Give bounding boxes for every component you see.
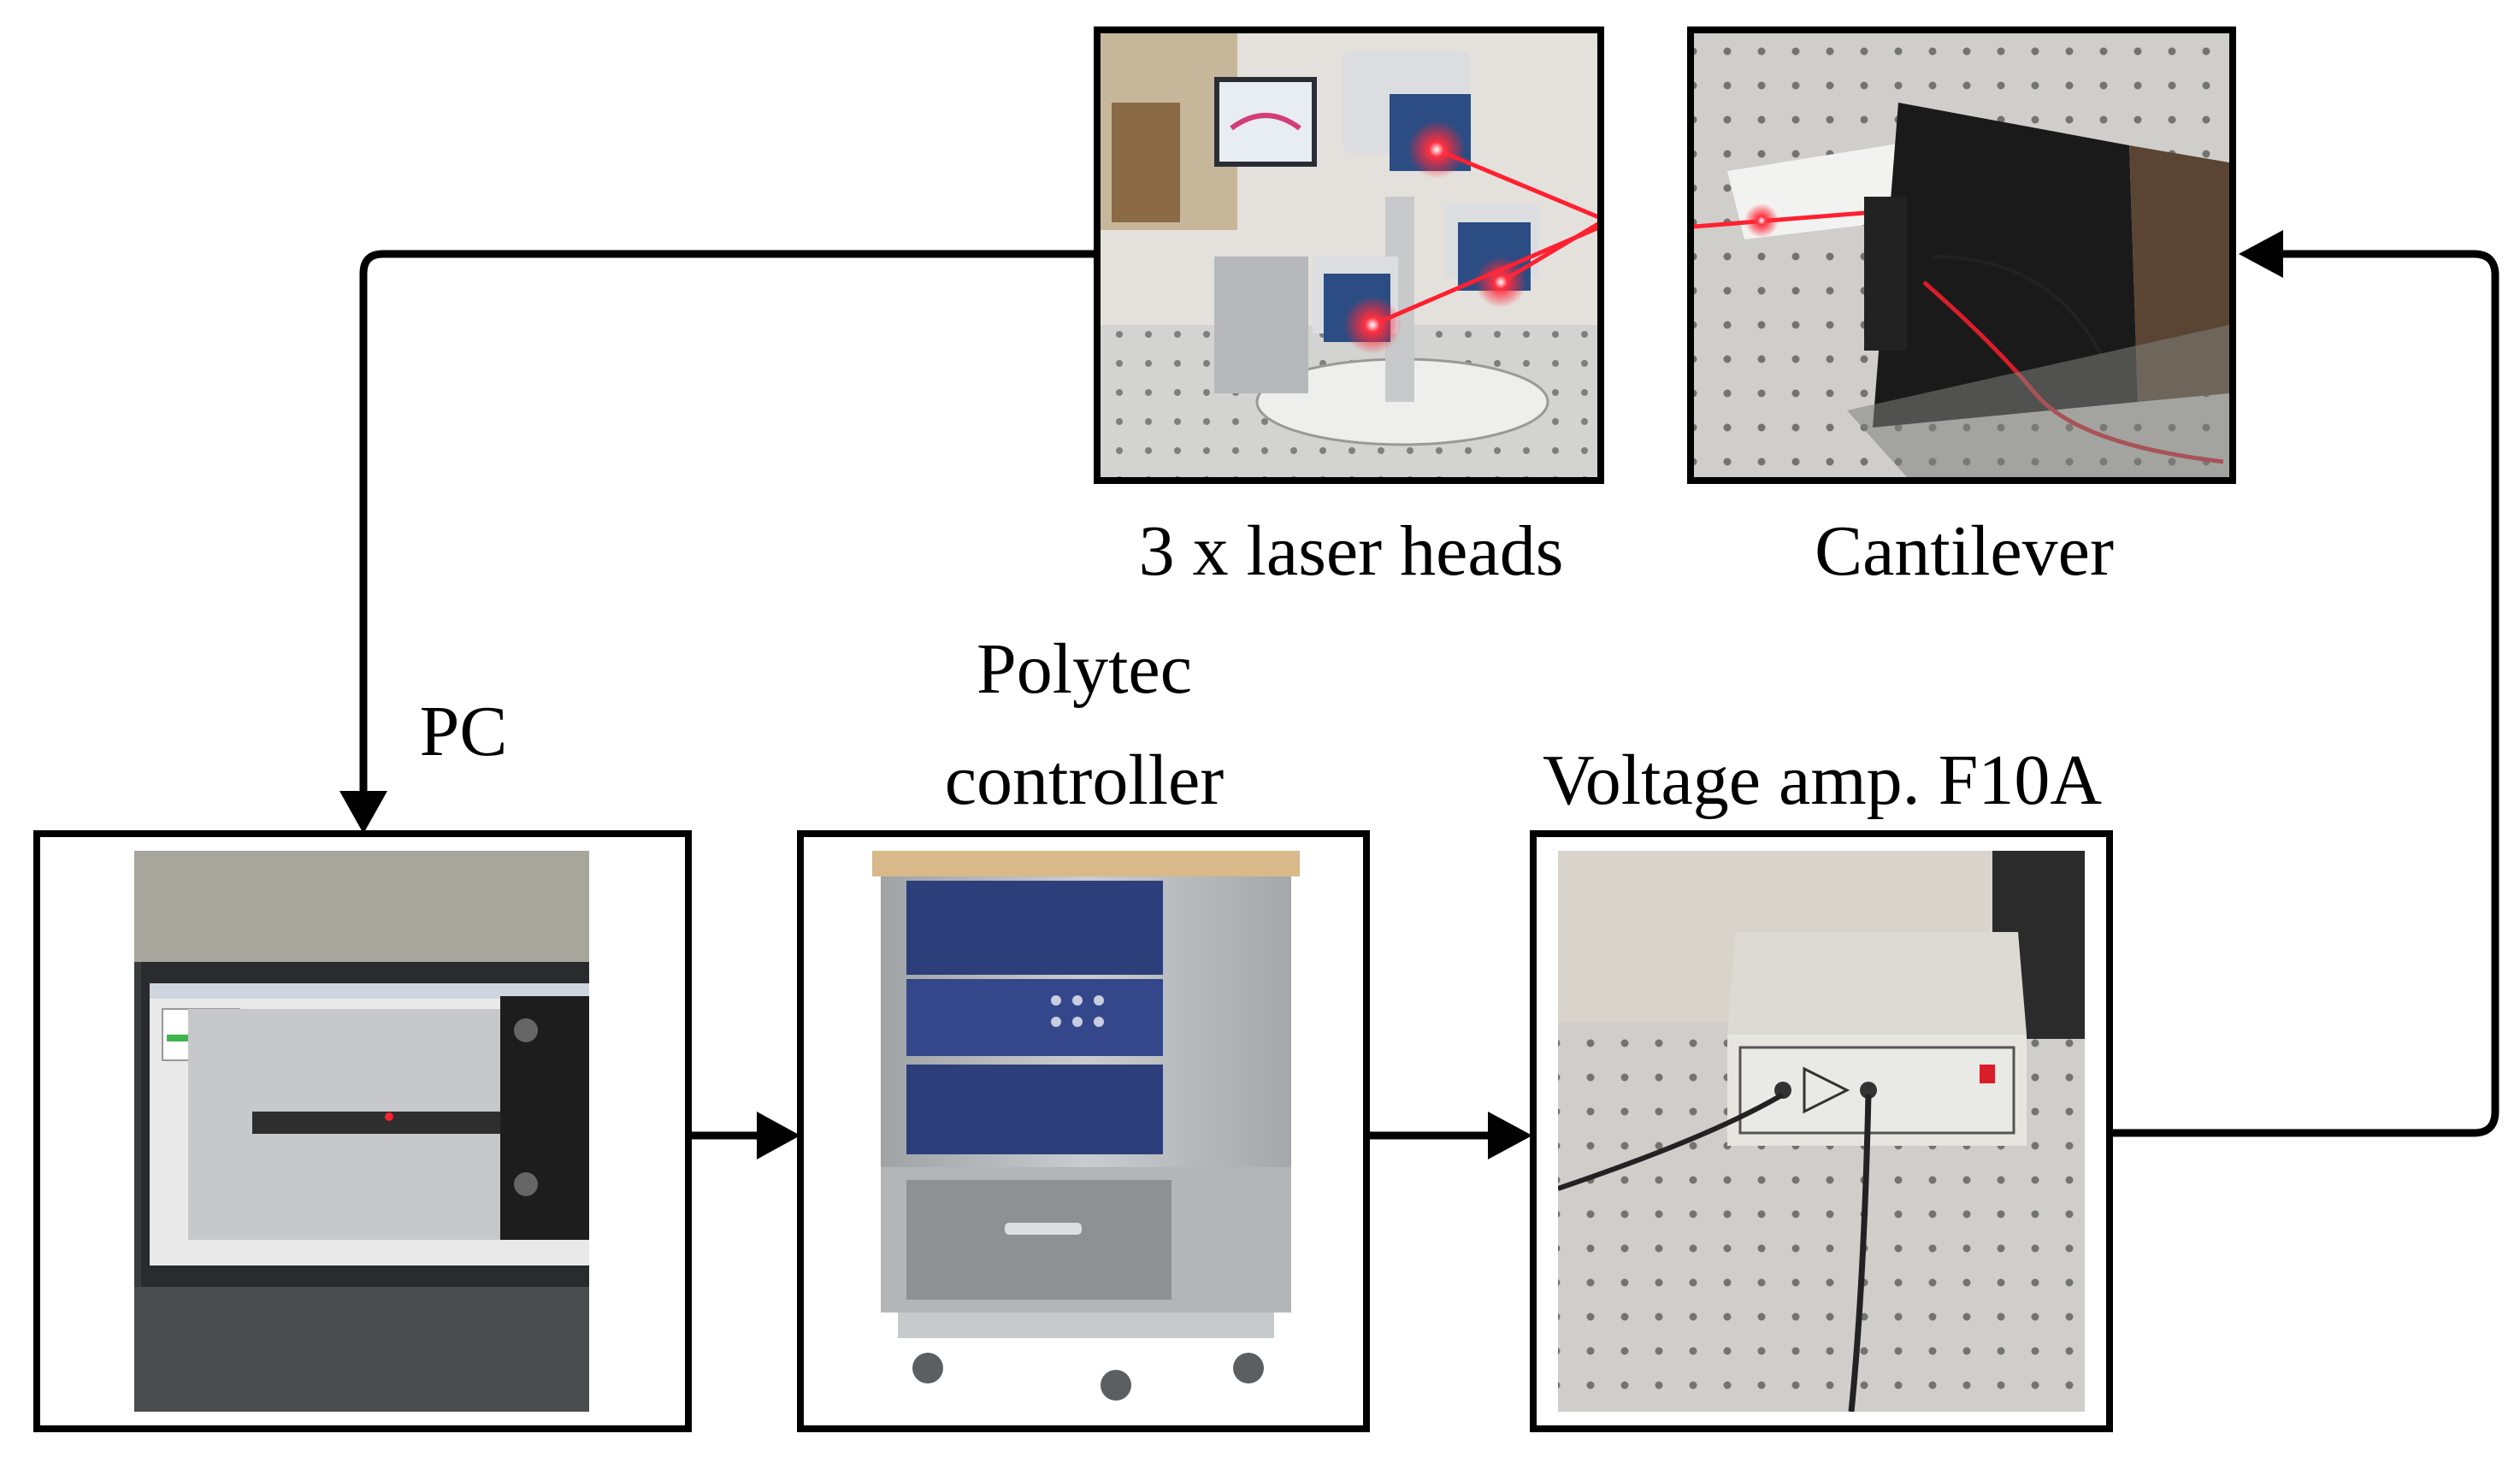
voltage-amp-label: Voltage amp. F10A	[1543, 740, 2102, 820]
arrowhead-controller	[757, 1112, 800, 1159]
pc-photo	[33, 830, 692, 1432]
voltage-amp-photo	[1530, 830, 2113, 1432]
cantilever-label: Cantilever	[1815, 511, 2114, 591]
connection-arrows	[339, 230, 2499, 1159]
arrowhead-cantilever	[2239, 230, 2283, 278]
polytec-label-line1: Polytec	[977, 629, 1192, 709]
polytec-controller-photo	[797, 830, 1370, 1432]
polytec-label-line2: controller	[945, 740, 1225, 820]
cantilever-photo	[1687, 27, 2236, 484]
pc-label: PC	[420, 692, 508, 771]
laser-heads-photo	[1094, 27, 1604, 484]
arrowhead-pc	[339, 791, 387, 834]
laser-heads-label: 3 x laser heads	[1139, 511, 1564, 591]
arrow-amp-to-cantilever	[2106, 250, 2499, 1137]
arrowhead-amp	[1488, 1112, 1532, 1159]
arrow-laser-to-pc	[359, 250, 1101, 795]
